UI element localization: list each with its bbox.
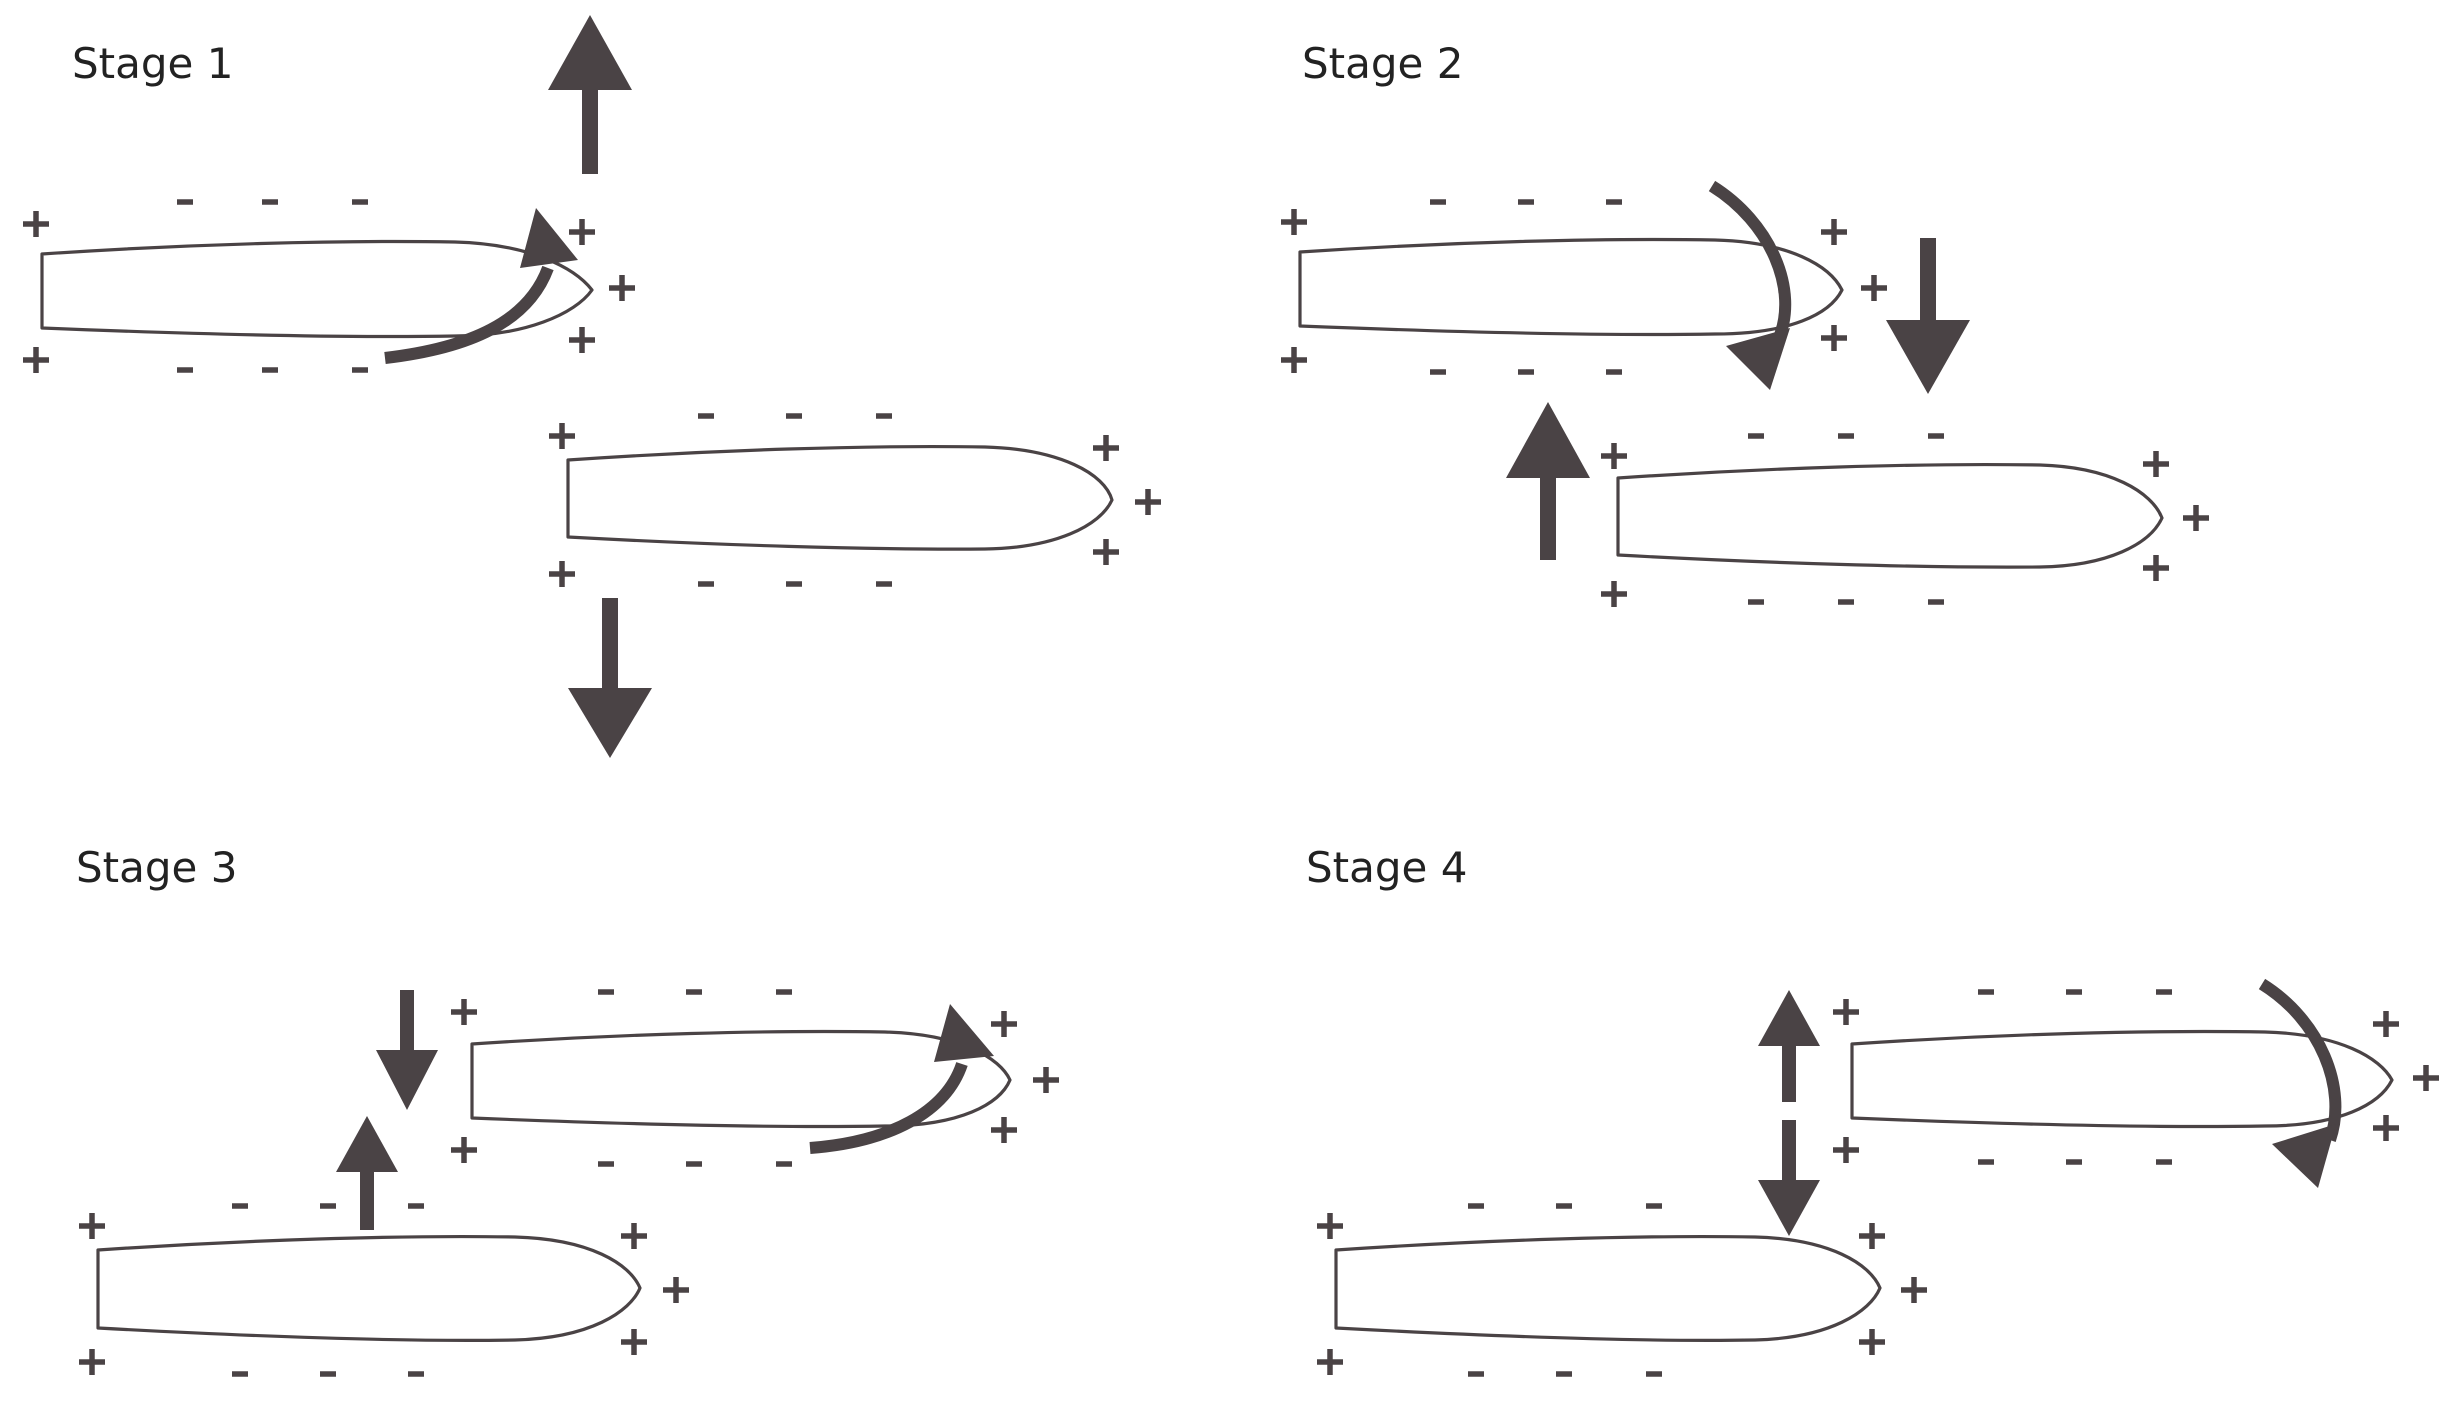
positive-charge-sign	[79, 1349, 105, 1375]
curved-arrow	[2258, 978, 2342, 1188]
positive-charge-sign	[2373, 1011, 2399, 1037]
stage-3-title: Stage 3	[76, 843, 237, 892]
positive-charge-sign	[1135, 489, 1161, 515]
positive-charge-sign	[1033, 1067, 1059, 1093]
positive-charge-sign	[549, 423, 575, 449]
positive-charge-sign	[1861, 275, 1887, 301]
stage-1-ship-upper	[40, 239, 594, 339]
ship-hull	[96, 1234, 642, 1342]
positive-charge-sign	[1093, 539, 1119, 565]
curved-arrow	[1708, 180, 1792, 390]
ship-hull	[40, 239, 594, 339]
positive-charge-sign	[569, 327, 595, 353]
positive-charge-sign	[1317, 1349, 1343, 1375]
charge-signs	[23, 199, 2439, 1377]
positive-charge-sign	[23, 347, 49, 373]
panel-stage-1: Stage 1	[40, 15, 1114, 758]
positive-charge-sign	[1317, 1213, 1343, 1239]
positive-charge-sign	[2183, 505, 2209, 531]
positive-charge-sign	[991, 1117, 1017, 1143]
ship-hull	[1616, 462, 2164, 569]
ship-hull	[1850, 1029, 2394, 1129]
positive-charge-sign	[1833, 999, 1859, 1025]
positive-charge-sign	[1901, 1277, 1927, 1303]
positive-charge-sign	[569, 219, 595, 245]
stage-1-ship-lower	[566, 444, 1114, 551]
positive-charge-sign	[1601, 581, 1627, 607]
stage-2-ship-lower	[1616, 462, 2164, 569]
up-arrow	[336, 1116, 398, 1230]
positive-charge-sign	[1281, 347, 1307, 373]
stage-2-ship-upper	[1298, 237, 1844, 337]
positive-charge-sign	[2373, 1115, 2399, 1141]
stage-1-title: Stage 1	[72, 39, 233, 88]
positive-charge-sign	[451, 999, 477, 1025]
positive-charge-sign	[1833, 1137, 1859, 1163]
positive-charge-sign	[2413, 1065, 2439, 1091]
positive-charge-sign	[1821, 325, 1847, 351]
ship-hull	[1298, 237, 1844, 337]
positive-charge-sign	[621, 1223, 647, 1249]
positive-charge-sign	[1093, 435, 1119, 461]
panel-stage-4: Stage 4	[1306, 843, 2394, 1342]
ship-hull	[470, 1029, 1012, 1129]
positive-charge-sign	[621, 1329, 647, 1355]
positive-charge-sign	[451, 1137, 477, 1163]
positive-charge-sign	[1821, 219, 1847, 245]
stage-3-ship-lower	[96, 1234, 642, 1342]
positive-charge-sign	[79, 1213, 105, 1239]
down-arrow	[568, 598, 652, 758]
positive-charge-sign	[1281, 209, 1307, 235]
positive-charge-sign	[1859, 1329, 1885, 1355]
ship-hull	[1334, 1234, 1882, 1342]
panel-stage-3: Stage 3	[76, 843, 1012, 1342]
positive-charge-sign	[1601, 443, 1627, 469]
panel-stage-2: Stage 2	[1298, 39, 2164, 569]
stage-4-ship-upper	[1850, 1029, 2394, 1129]
positive-charge-sign	[609, 275, 635, 301]
down-arrow	[1886, 238, 1970, 394]
curved-arrow	[809, 1004, 994, 1154]
positive-charge-sign	[1859, 1223, 1885, 1249]
positive-charge-sign	[663, 1277, 689, 1303]
up-arrow	[1506, 402, 1590, 560]
positive-charge-sign	[2143, 555, 2169, 581]
down-arrow	[1758, 1120, 1820, 1236]
ship-hull	[566, 444, 1114, 551]
positive-charge-sign	[549, 561, 575, 587]
stage-2-title: Stage 2	[1302, 39, 1463, 88]
up-arrow	[1758, 990, 1820, 1102]
positive-charge-sign	[991, 1011, 1017, 1037]
curved-arrow	[384, 208, 578, 364]
up-arrow	[548, 15, 632, 174]
stage-4-title: Stage 4	[1306, 843, 1467, 892]
positive-charge-sign	[23, 211, 49, 237]
down-arrow	[376, 990, 438, 1110]
stage-3-ship-upper	[470, 1029, 1012, 1129]
stage-4-ship-lower	[1334, 1234, 1882, 1342]
positive-charge-sign	[2143, 451, 2169, 477]
